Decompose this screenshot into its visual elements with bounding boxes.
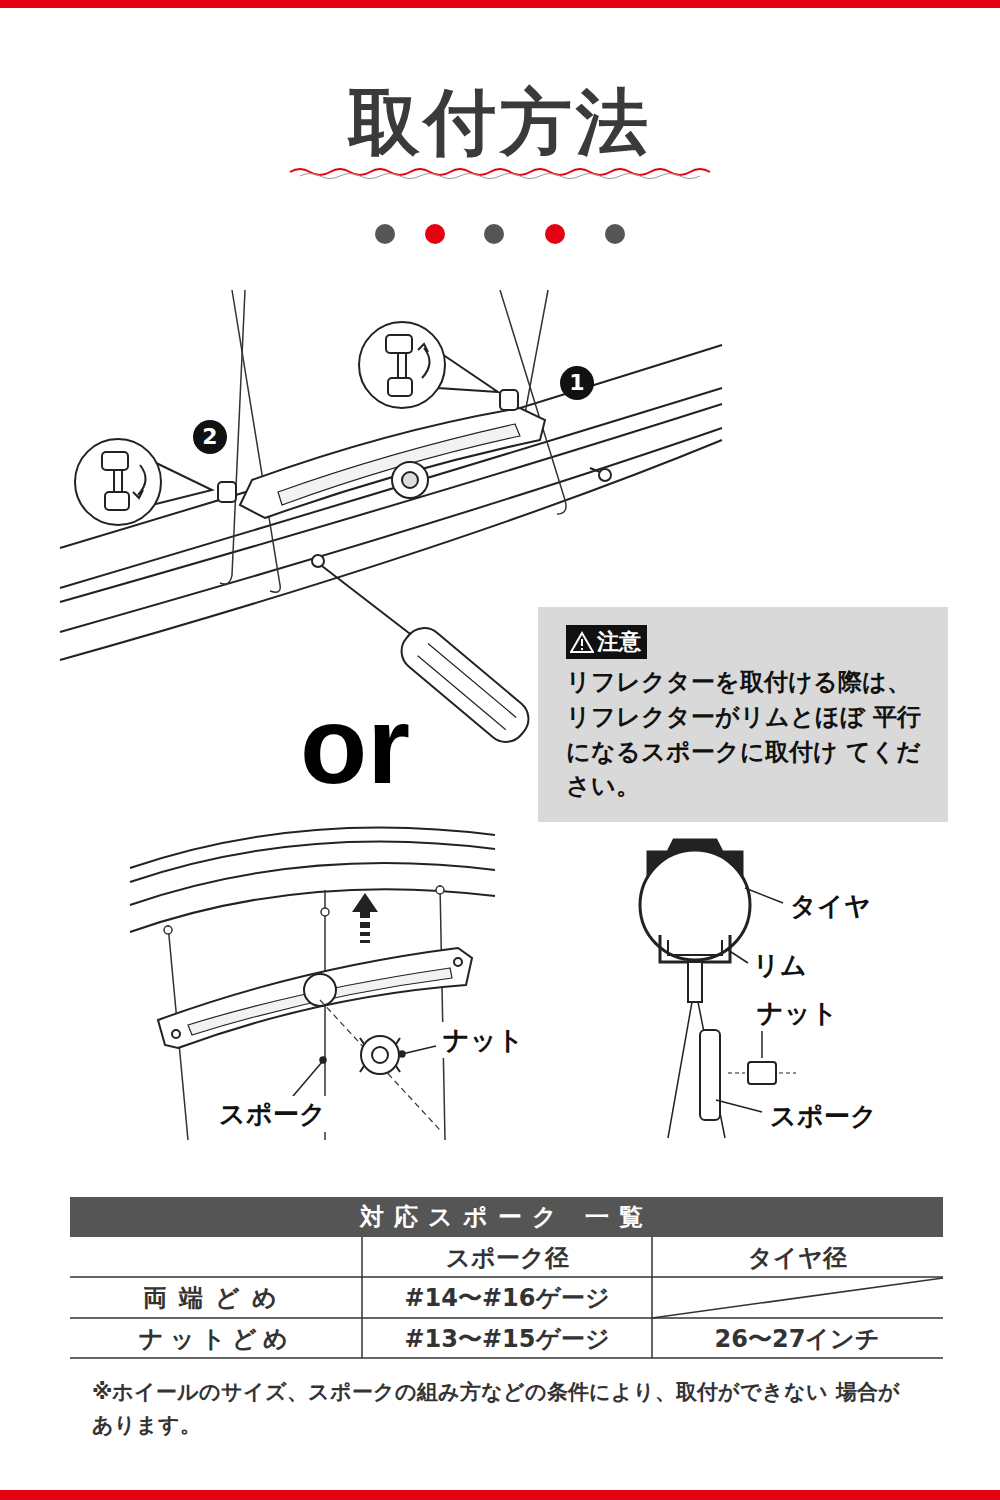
table-cell: 26〜27インチ xyxy=(654,1320,941,1357)
callout-circle xyxy=(560,366,594,400)
part-label: タイヤ xyxy=(785,888,875,924)
caution-heading: 注意 xyxy=(597,627,641,657)
table-cell: #14〜#16ゲージ xyxy=(364,1279,650,1317)
spoke xyxy=(220,290,566,592)
tire-section xyxy=(640,840,796,1138)
reflector xyxy=(218,390,611,567)
table-cell: 両端どめ xyxy=(72,1279,360,1317)
top-bar xyxy=(0,0,1000,8)
footnote: ※ホイールのサイズ、スポークの組み方などの条件により、取付ができない 場合があり… xyxy=(92,1376,912,1446)
warning-icon xyxy=(570,631,594,653)
leader-line xyxy=(288,1046,436,1102)
table-cell: スポーク径 xyxy=(364,1239,650,1276)
table-cell: #13〜#15ゲージ xyxy=(364,1320,650,1357)
part-label: ナット xyxy=(752,995,842,1031)
or-text: or xyxy=(280,690,430,800)
callout-number: 1 xyxy=(560,366,594,400)
caution-box: 注意リフレクターを取付ける際は、 リフレクターがリムとほぼ 平行になるスポークに… xyxy=(538,607,948,822)
assembly-line xyxy=(320,1000,440,1130)
page-title: 取付方法 xyxy=(0,72,1000,172)
callout-number: 2 xyxy=(193,420,227,454)
table-cell: ナットどめ xyxy=(72,1320,360,1357)
step-dots xyxy=(375,224,625,244)
detail-callout xyxy=(75,322,498,525)
part-label: ナット xyxy=(438,1022,528,1058)
nut xyxy=(360,1036,400,1074)
spoke-table xyxy=(70,1197,943,1358)
part-label: リム xyxy=(750,947,810,983)
title-wave xyxy=(300,174,700,179)
caution-label: 注意 xyxy=(566,625,647,659)
up-arrow xyxy=(352,893,378,943)
reflector xyxy=(158,948,472,1048)
bottom-bar xyxy=(0,1490,1000,1500)
part-label: スポーク xyxy=(212,1096,332,1132)
callout-circle xyxy=(193,420,227,454)
table-header: 対応スポーク 一覧 xyxy=(70,1197,943,1237)
part-label: スポーク xyxy=(763,1098,883,1134)
table-cell: タイヤ径 xyxy=(654,1239,941,1276)
caution-text: リフレクターを取付ける際は、 リフレクターがリムとほぼ 平行になるスポークに取付… xyxy=(566,665,924,804)
